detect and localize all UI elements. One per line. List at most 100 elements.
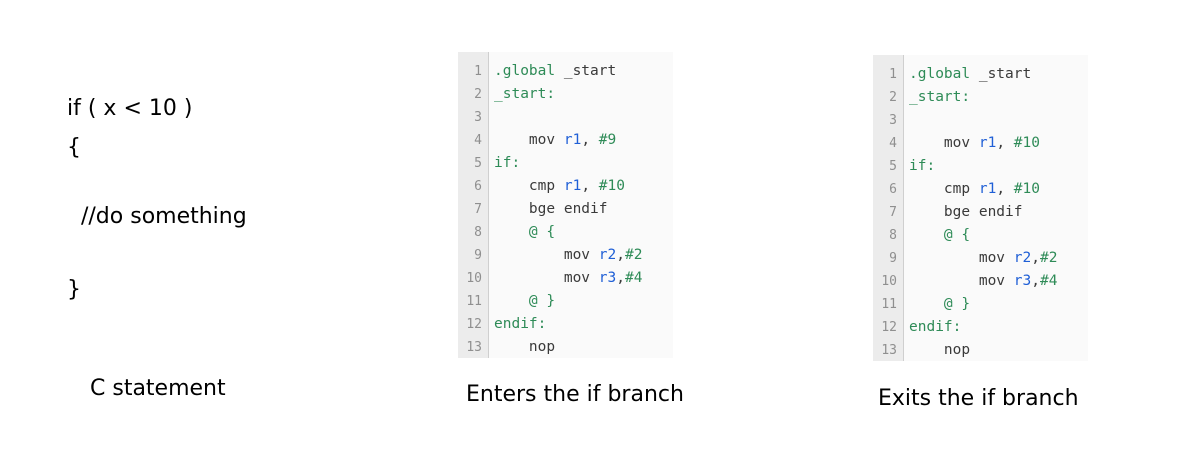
code-line: 9 mov r2,#2	[873, 247, 1088, 270]
code-line: 2 _start:	[458, 83, 673, 106]
line-number-gutter	[873, 55, 903, 361]
c-code-line: {	[67, 135, 81, 160]
code-text: _start:	[909, 86, 970, 109]
code-token: mov	[909, 273, 1014, 289]
code-token: #4	[624, 270, 643, 286]
code-text: if:	[909, 155, 935, 178]
line-number: 9	[474, 248, 482, 263]
code-text: @ {	[494, 221, 555, 244]
code-line: 10 mov r3,#4	[458, 267, 673, 290]
code-line: 10 mov r3,#4	[873, 270, 1088, 293]
code-token: #10	[598, 178, 625, 194]
code-line: 8 @ {	[458, 221, 673, 244]
line-number: 12	[466, 317, 482, 332]
code-token: mov	[494, 270, 599, 286]
code-token: ,	[996, 135, 1014, 151]
code-text: mov r3,#4	[909, 270, 1058, 293]
line-number: 5	[889, 159, 897, 174]
code-token: nop	[494, 339, 556, 355]
code-text: @ }	[909, 293, 970, 316]
code-token: mov	[909, 135, 979, 151]
exits-branch-caption: Exits the if branch	[878, 386, 1079, 411]
line-number: 8	[474, 225, 482, 240]
code-token: endif:	[494, 316, 547, 332]
enters-branch-caption: Enters the if branch	[466, 382, 684, 407]
code-line: 1 .global _start	[873, 63, 1088, 86]
line-number: 10	[881, 274, 897, 289]
code-text: nop	[909, 339, 970, 362]
gutter-separator	[488, 52, 489, 358]
code-token: if:	[909, 158, 936, 174]
code-token: endif:	[909, 319, 962, 335]
code-text: endif:	[494, 313, 546, 336]
code-token: _start:	[909, 89, 971, 105]
code-token: ,	[1031, 250, 1040, 266]
code-token: @ }	[494, 293, 556, 309]
line-number: 1	[889, 67, 897, 82]
code-token: ,	[581, 132, 599, 148]
code-line: 3	[458, 106, 673, 129]
code-line: 12 endif:	[873, 316, 1088, 339]
line-number: 2	[474, 87, 482, 102]
code-token: r3	[1013, 273, 1032, 289]
code-text: if:	[494, 152, 520, 175]
line-number: 4	[889, 136, 897, 151]
code-token: _start	[970, 66, 1032, 82]
code-token: #10	[1013, 135, 1040, 151]
line-number: 10	[466, 271, 482, 286]
code-token: .global	[909, 66, 971, 82]
code-line: 4 mov r1, #9	[458, 129, 673, 152]
code-text: bge endif	[909, 201, 1023, 224]
code-line: 6 cmp r1, #10	[873, 178, 1088, 201]
code-token: bge endif	[909, 204, 1023, 220]
code-token: ,	[581, 178, 599, 194]
code-token: _start:	[494, 86, 556, 102]
code-token: mov	[909, 250, 1014, 266]
line-number: 8	[889, 228, 897, 243]
code-text: cmp r1, #10	[494, 175, 625, 198]
line-number: 2	[889, 90, 897, 105]
code-text: bge endif	[494, 198, 608, 221]
assembly-editor-exits: 1 .global _start 2 _start: 3 4 mov r1, #10 5 if…	[873, 55, 1088, 361]
line-number: 11	[881, 297, 897, 312]
code-line: 13 nop	[873, 339, 1088, 362]
code-line: 7 bge endif	[873, 201, 1088, 224]
code-token: mov	[494, 247, 599, 263]
code-token: r1	[563, 132, 582, 148]
code-text: @ }	[494, 290, 555, 313]
code-token: @ }	[909, 296, 971, 312]
code-line: 1.global _start	[458, 60, 673, 83]
code-line: 5 if:	[873, 155, 1088, 178]
line-number: 5	[474, 156, 482, 171]
line-number: 3	[889, 113, 897, 128]
line-number: 6	[474, 179, 482, 194]
code-token: r2	[1013, 250, 1032, 266]
code-token: #9	[598, 132, 617, 148]
c-code-line: }	[67, 277, 81, 302]
code-token: r1	[978, 135, 997, 151]
code-line: 13 nop	[458, 336, 673, 359]
c-statement-caption: C statement	[90, 376, 226, 401]
line-number-gutter	[458, 52, 488, 358]
code-line: 3	[873, 109, 1088, 132]
code-token: #10	[1013, 181, 1040, 197]
line-number: 12	[881, 320, 897, 335]
code-token: #4	[1039, 273, 1058, 289]
code-line: 4 mov r1, #10	[873, 132, 1088, 155]
code-text: @ {	[909, 224, 970, 247]
c-code-line: //do something	[67, 204, 247, 229]
code-text: mov r2,#2	[909, 247, 1058, 270]
code-token: ,	[616, 270, 625, 286]
line-number: 1	[474, 64, 482, 79]
code-token: _start	[555, 63, 617, 79]
code-line: 11 @ }	[458, 290, 673, 313]
line-number: 11	[466, 294, 482, 309]
c-code-line: if ( x < 10 )	[67, 96, 193, 121]
code-line: 12 endif:	[458, 313, 673, 336]
code-token: r1	[563, 178, 582, 194]
code-line: 5 if:	[458, 152, 673, 175]
code-token: @ {	[909, 227, 971, 243]
code-text: endif:	[909, 316, 961, 339]
code-token: #2	[624, 247, 643, 263]
code-line: 11 @ }	[873, 293, 1088, 316]
